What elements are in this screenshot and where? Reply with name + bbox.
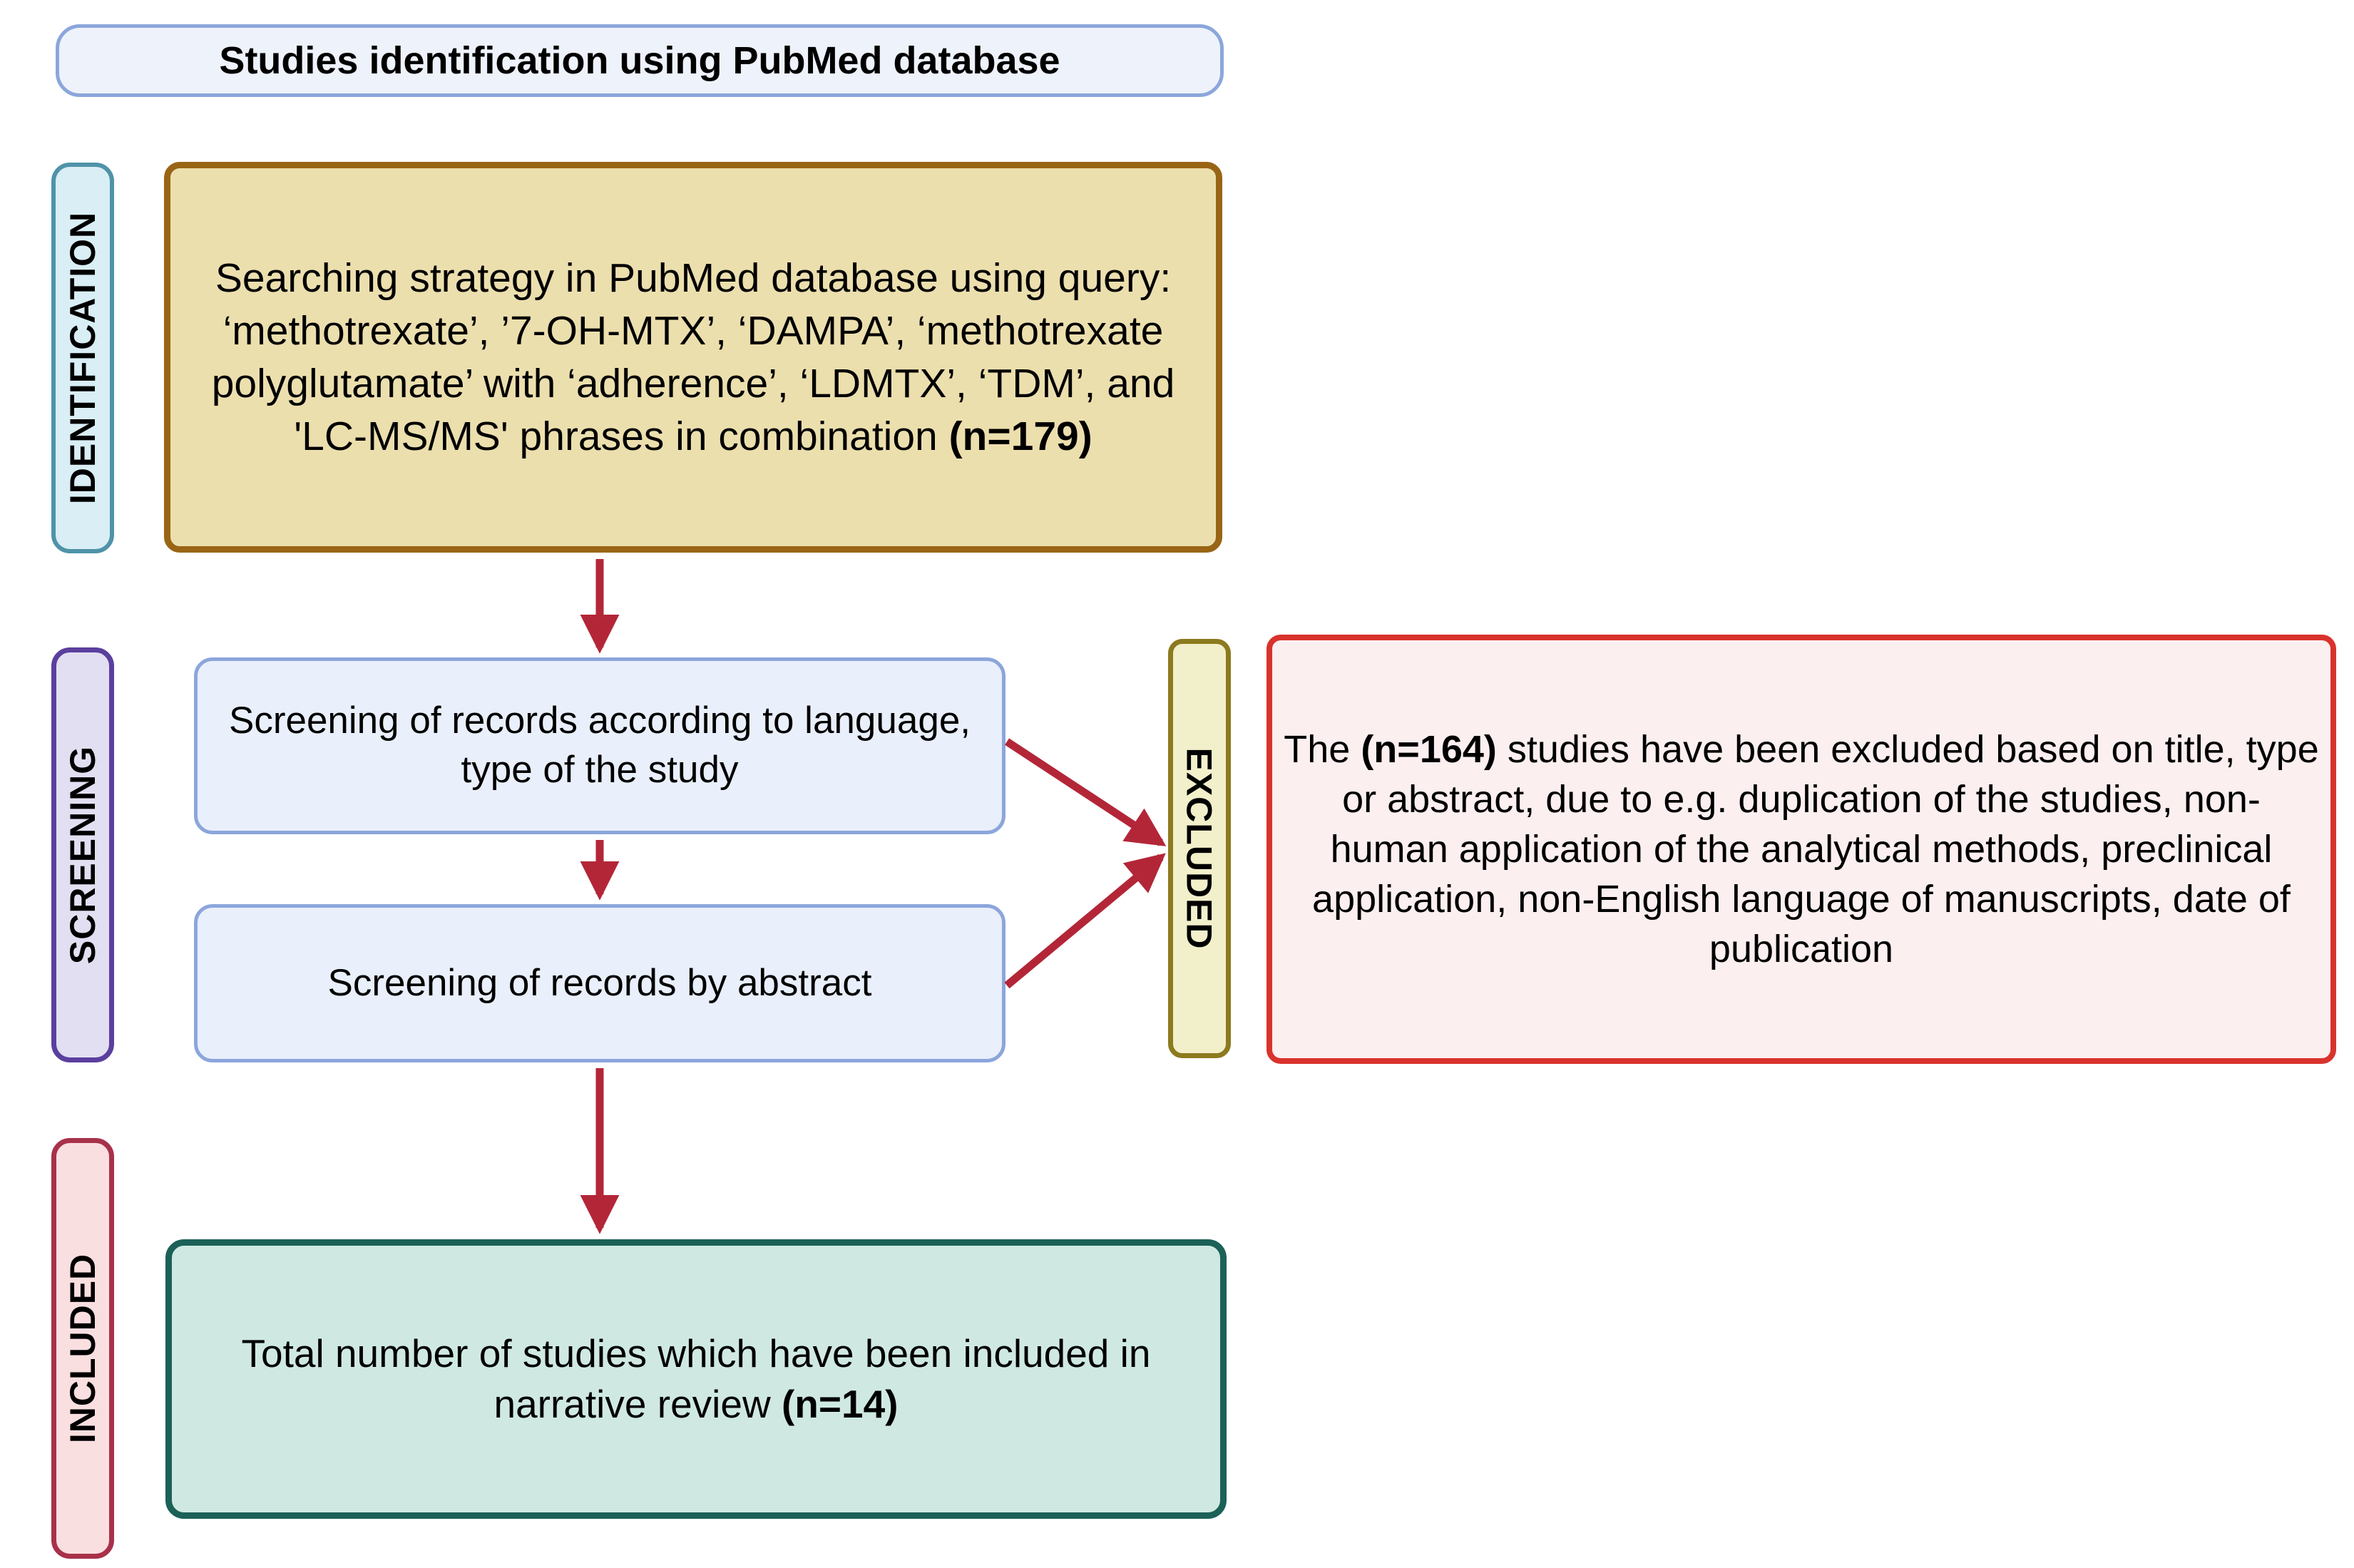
stage-label-screening: SCREENING xyxy=(51,647,114,1062)
stage-label-screening-text: SCREENING xyxy=(63,745,103,965)
identification-box-count: (n=179) xyxy=(948,414,1092,460)
stage-label-identification: IDENTIFICATION xyxy=(51,163,114,553)
screening-box-language-type: Screening of records according to langua… xyxy=(194,657,1005,834)
included-box: Total number of studies which have been … xyxy=(165,1239,1227,1519)
arrow-screening1-to-excluded xyxy=(1004,738,1167,846)
identification-box: Searching strategy in PubMed database us… xyxy=(164,162,1222,553)
identification-box-text: Searching strategy in PubMed database us… xyxy=(192,252,1194,463)
stage-label-excluded: EXCLUDED xyxy=(1168,639,1231,1058)
excluded-box-text: The (n=164) studies have been excluded b… xyxy=(1284,724,2319,975)
excluded-box-body: studies have been excluded based on titl… xyxy=(1312,727,2319,971)
diagram-title-text: Studies identification using PubMed data… xyxy=(219,39,1060,82)
diagram-title-banner: Studies identification using PubMed data… xyxy=(56,24,1224,97)
included-box-count: (n=14) xyxy=(781,1382,899,1426)
screening-box-abstract: Screening of records by abstract xyxy=(194,904,1005,1062)
screening-box-language-type-text: Screening of records according to langua… xyxy=(228,700,971,791)
stage-label-included-text: INCLUDED xyxy=(63,1253,103,1444)
stage-label-included: INCLUDED xyxy=(51,1138,114,1559)
excluded-box-lead: The xyxy=(1284,727,1361,771)
excluded-box: The (n=164) studies have been excluded b… xyxy=(1266,635,2336,1064)
excluded-box-count: (n=164) xyxy=(1361,727,1497,771)
identification-box-body: Searching strategy in PubMed database us… xyxy=(211,255,1175,460)
stage-label-excluded-text: EXCLUDED xyxy=(1179,747,1219,950)
included-box-text: Total number of studies which have been … xyxy=(172,1328,1220,1430)
included-box-body: Total number of studies which have been … xyxy=(241,1331,1151,1427)
arrow-screening2-to-excluded xyxy=(1004,853,1166,989)
stage-label-identification-text: IDENTIFICATION xyxy=(63,211,103,505)
screening-box-abstract-text: Screening of records by abstract xyxy=(327,961,872,1004)
